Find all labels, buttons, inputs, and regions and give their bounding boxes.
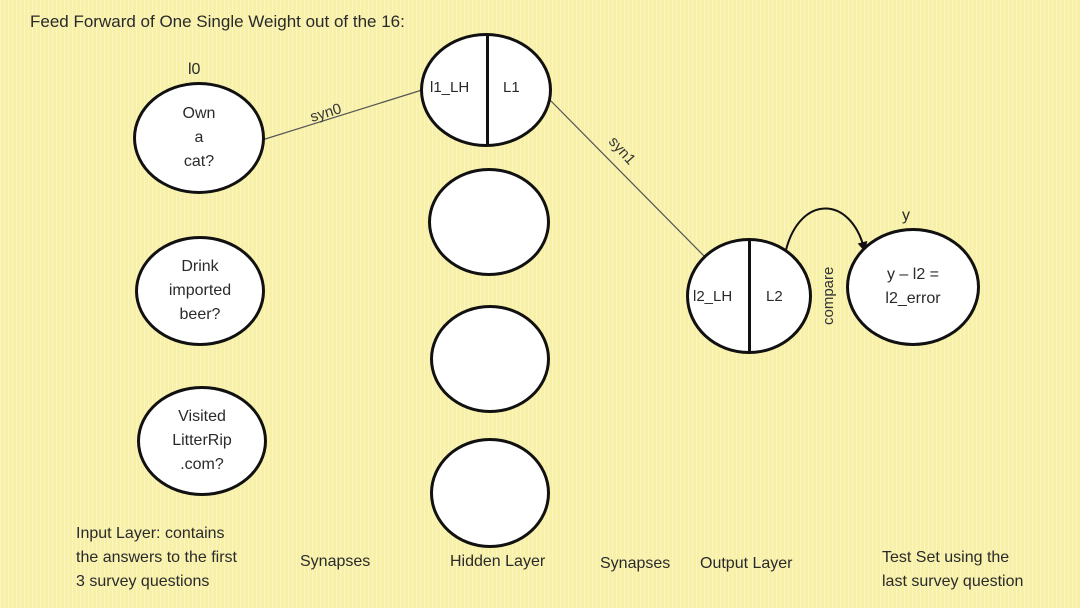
hidden-node-divider xyxy=(486,36,489,144)
output-node-right-label: L2 xyxy=(766,288,783,305)
caption-input-layer: Input Layer: contains the answers to the… xyxy=(76,525,237,590)
output-node-split xyxy=(686,238,812,354)
compare-arrow xyxy=(785,207,868,252)
hidden-node xyxy=(428,168,550,276)
hidden-node xyxy=(430,305,550,413)
hidden-node-left-label: l1_LH xyxy=(430,79,470,96)
hidden-node-split xyxy=(420,33,552,147)
output-node-left-label: l2_LH xyxy=(693,288,733,305)
syn1-label: syn1 xyxy=(605,133,639,168)
input-node-label: Visited LitterRip .com? xyxy=(172,408,232,473)
input-layer-header: l0 xyxy=(188,61,201,78)
syn0-label: syn0 xyxy=(308,100,343,126)
compare-label: compare xyxy=(820,267,837,325)
target-error-node: y – l2 = l2_error xyxy=(846,228,980,346)
caption-synapses-1: Synapses xyxy=(300,553,371,570)
syn0-edge xyxy=(261,89,423,141)
target-header: y xyxy=(902,207,910,224)
target-node-label: y – l2 = l2_error xyxy=(885,266,941,307)
input-node-own-a-cat: Own a cat? xyxy=(133,82,265,194)
input-node-drink-imported-beer: Drink imported beer? xyxy=(135,236,265,346)
diagram-title: Feed Forward of One Single Weight out of… xyxy=(30,12,405,31)
caption-hidden-layer: Hidden Layer xyxy=(450,553,546,570)
hidden-node-right-label: L1 xyxy=(503,79,520,96)
input-node-label: Own a cat? xyxy=(182,105,216,170)
caption-output-layer: Output Layer xyxy=(700,555,793,572)
hidden-node xyxy=(430,438,550,548)
input-node-visited-litterrip: Visited LitterRip .com? xyxy=(137,386,267,496)
syn1-edge xyxy=(549,99,707,259)
caption-synapses-2: Synapses xyxy=(600,555,671,572)
caption-test-set: Test Set using the last survey question xyxy=(882,549,1024,590)
output-node-divider xyxy=(748,241,751,351)
input-node-label: Drink imported beer? xyxy=(168,258,232,323)
